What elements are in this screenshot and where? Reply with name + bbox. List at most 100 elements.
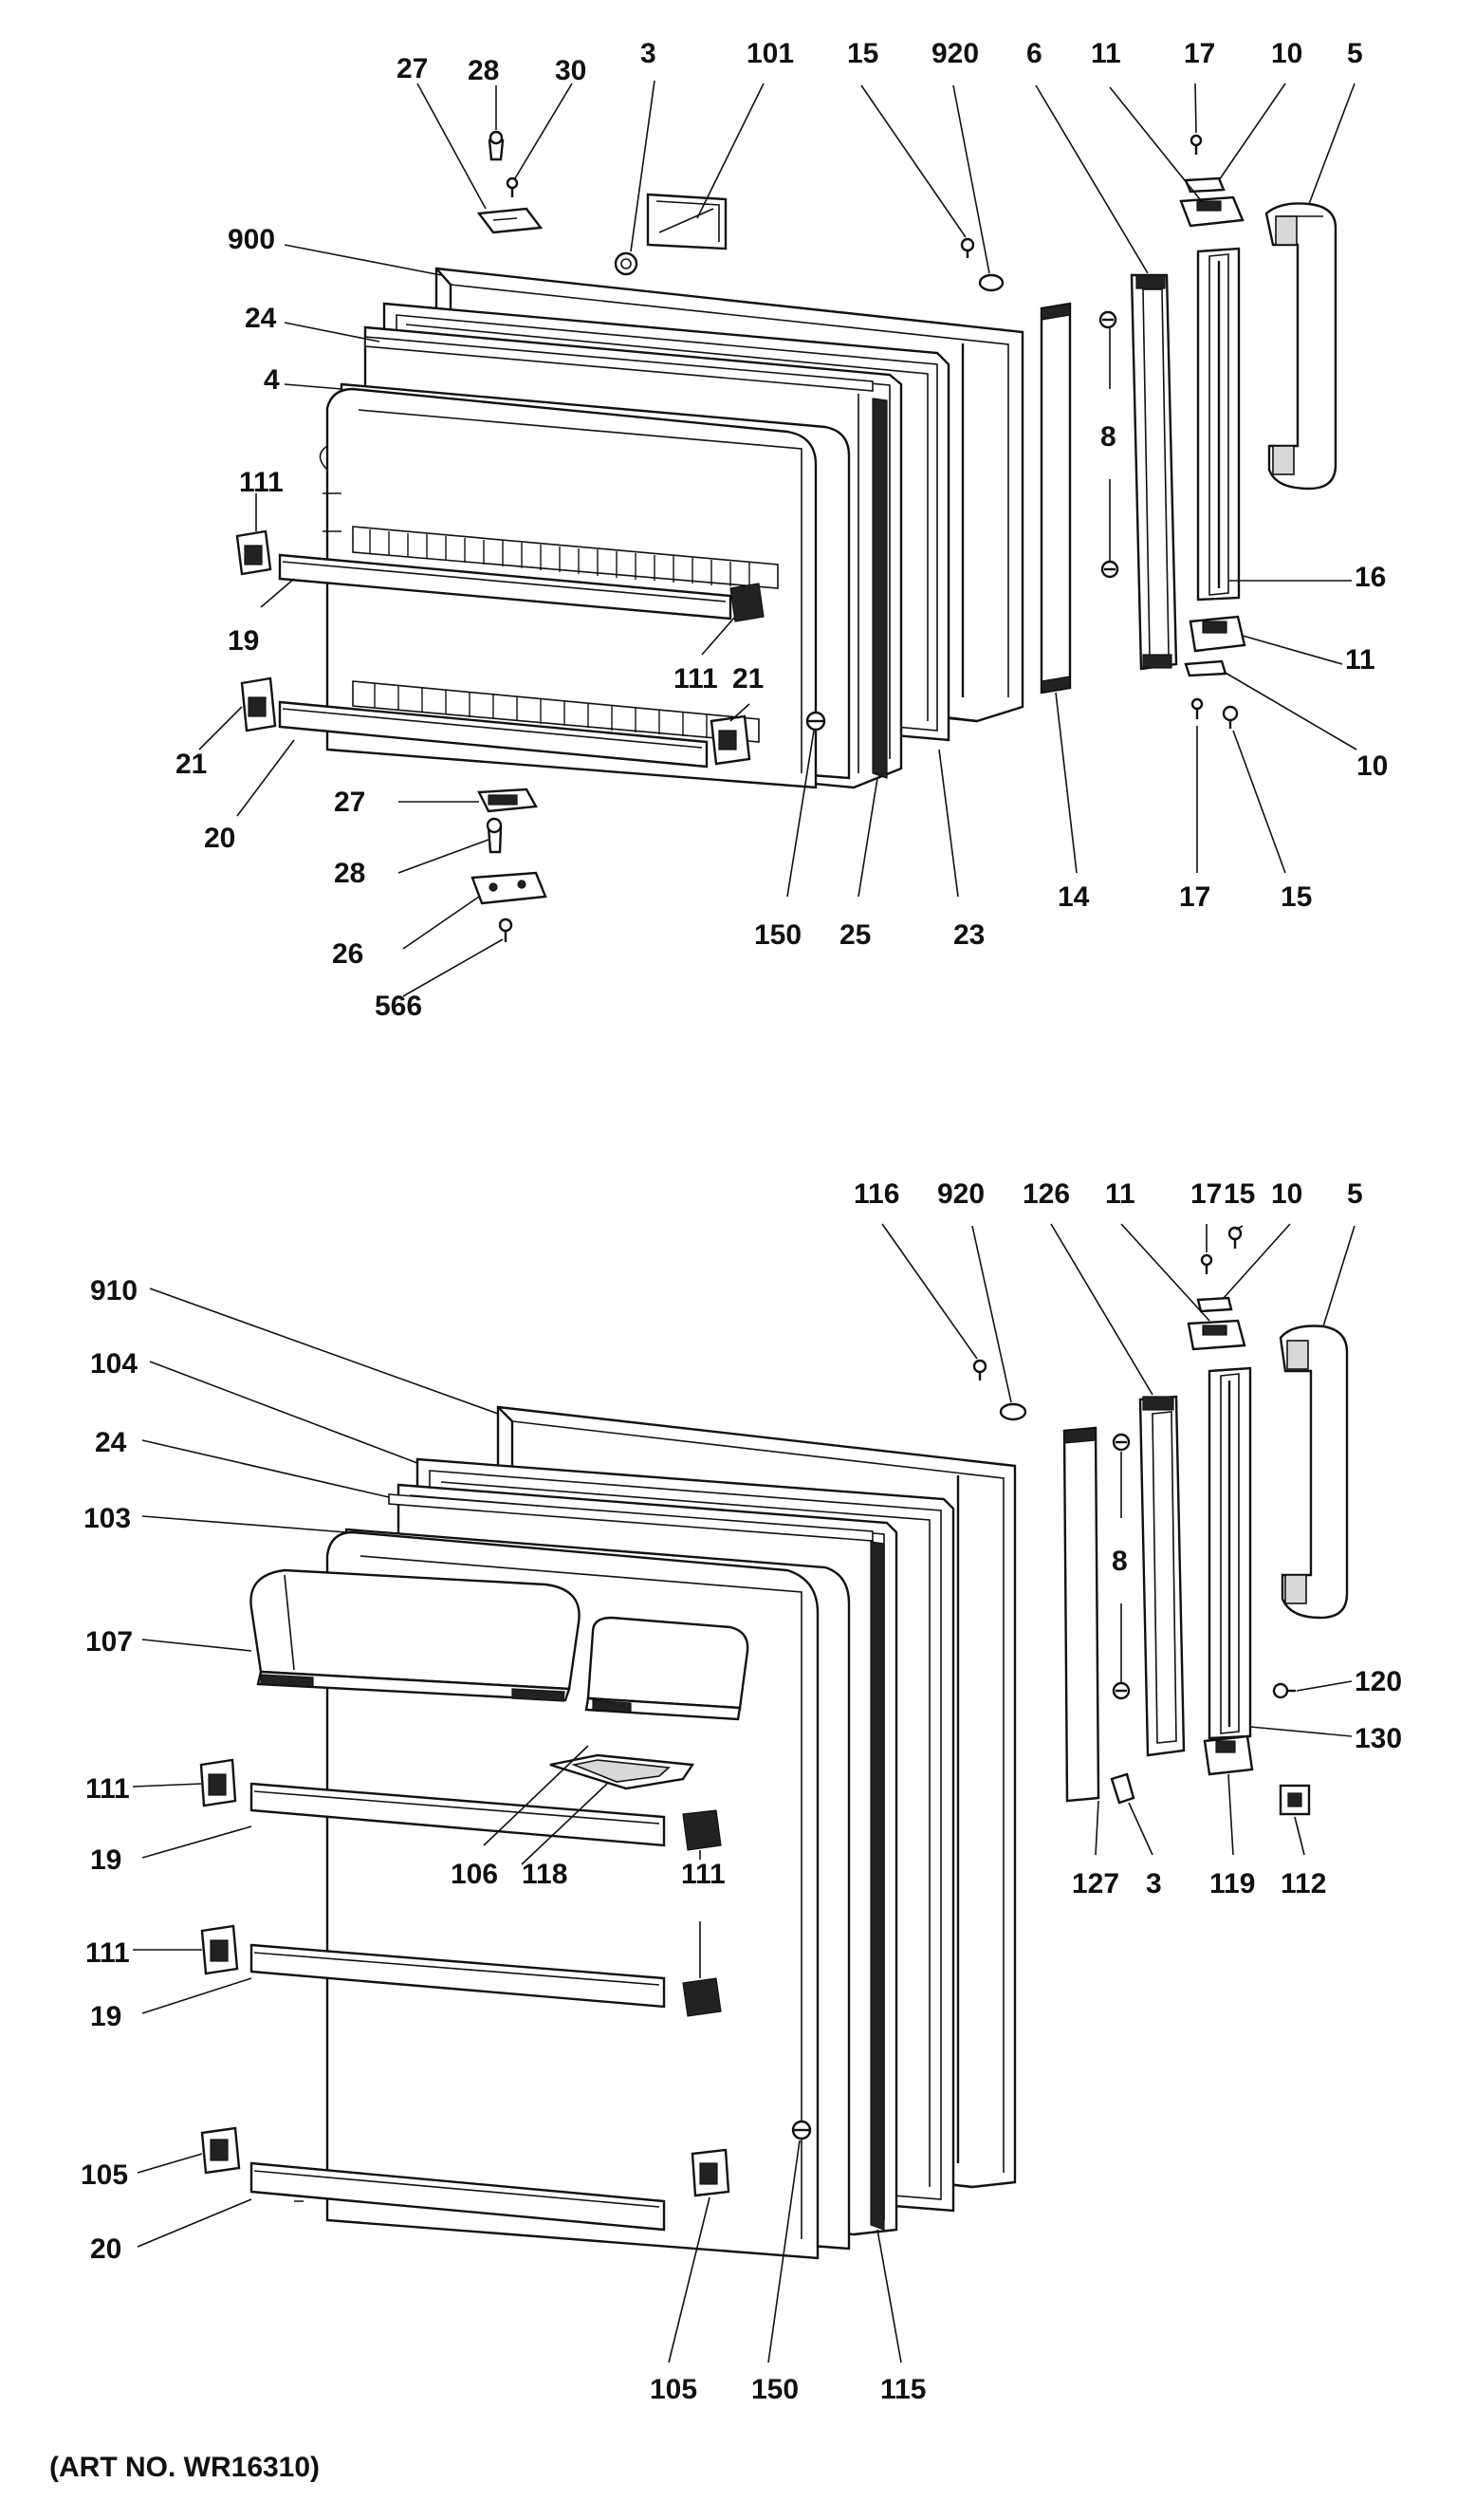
callout-20-b: 20: [90, 2233, 121, 2265]
inner-door-liner-4: [319, 382, 851, 789]
callout-19: 19: [228, 625, 259, 657]
screw-150-bottom: [791, 2120, 812, 2140]
egg-tray-118: [549, 1753, 695, 1790]
callout-11-b: 11: [1345, 644, 1375, 676]
plug-920-top: [978, 273, 1005, 292]
shelf-bracket-21-left: [240, 676, 277, 732]
shelf-bracket-105-left: [200, 2126, 241, 2175]
callout-116: 116: [854, 1178, 899, 1210]
shelf-bracket-111-lower: [200, 1924, 239, 1975]
leader-lines-bottom: [132, 1223, 1356, 2363]
callout-130: 130: [1355, 1723, 1402, 1754]
callout-104: 104: [90, 1348, 138, 1380]
callout-8-b: 8: [1112, 1546, 1128, 1577]
callout-5-b: 5: [1347, 1178, 1363, 1210]
callout-118: 118: [522, 1859, 567, 1890]
screw-8-bottom-upper: [1112, 1433, 1131, 1452]
callout-15: 15: [847, 38, 878, 69]
hinge-plate-26: [470, 871, 547, 905]
callout-150-b: 150: [751, 2374, 799, 2405]
callout-27: 27: [397, 53, 428, 84]
door-handle-5-top: [1264, 202, 1337, 491]
callout-17-b: 17: [1179, 881, 1210, 913]
callout-23: 23: [953, 919, 985, 951]
callout-6: 6: [1026, 38, 1042, 69]
screw-17-bottom-door: [1200, 1253, 1213, 1274]
callout-26: 26: [332, 938, 363, 970]
callout-11: 11: [1091, 38, 1121, 69]
screw-8-lower: [1100, 560, 1119, 579]
callout-30: 30: [555, 55, 586, 86]
shim-10-top: [1184, 176, 1226, 194]
dairy-compartment-door-107-right: [584, 1616, 749, 1721]
callout-910: 910: [90, 1275, 138, 1306]
screw-15-bottom-door: [1227, 1226, 1243, 1249]
screw-8-bottom-lower: [1112, 1681, 1131, 1700]
callout-107: 107: [85, 1626, 133, 1658]
screw-120: [1272, 1682, 1296, 1699]
door-trim-127: [1062, 1426, 1100, 1803]
callout-15-b: 15: [1281, 881, 1312, 913]
shelf-bracket-111-left: [235, 529, 272, 576]
hinge-cap-11-bottom-door: [1187, 1319, 1246, 1351]
callout-105-b: 105: [650, 2374, 697, 2405]
leader-lines-top: [198, 80, 1357, 997]
shelf-bar-19-upper: [249, 1782, 722, 1851]
dairy-compartment-door-107: [249, 1568, 581, 1702]
hinge-cap-11-bottom: [1189, 615, 1246, 653]
fresh-food-door-assembly: 116 920 126 11 17 15 10 5 910 104 24 103…: [81, 1178, 1402, 2405]
screw-15-bottom: [1222, 705, 1239, 729]
trim-channel-130: [1208, 1366, 1252, 1740]
hinge-bracket-27-bottom: [477, 788, 538, 813]
callout-20: 20: [204, 823, 235, 854]
shim-10-bottom-door: [1196, 1296, 1233, 1313]
callout-28-b: 28: [334, 858, 365, 889]
callout-19-d: 19: [90, 2001, 121, 2032]
callout-920-b: 920: [937, 1178, 985, 1210]
hinge-cap-11-top: [1179, 195, 1245, 228]
trim-channel-16: [1196, 247, 1241, 602]
plug-3-top: [614, 251, 638, 276]
shelf-bar-19: [278, 553, 765, 622]
callout-25: 25: [839, 919, 871, 951]
shelf-bar-19-lower: [249, 1943, 722, 2017]
callout-115: 115: [880, 2374, 926, 2405]
hinge-bracket-27-top: [476, 207, 544, 234]
callout-17-c: 17: [1190, 1178, 1222, 1210]
screw-30: [506, 176, 519, 197]
callout-4: 4: [264, 364, 280, 396]
hinge-pin-28-top: [488, 130, 505, 161]
shelf-bracket-21-right: [710, 714, 751, 766]
block-112: [1279, 1784, 1311, 1816]
callout-5: 5: [1347, 38, 1363, 69]
callout-14: 14: [1058, 881, 1090, 913]
callout-10-c: 10: [1271, 1178, 1302, 1210]
callout-16: 16: [1355, 562, 1386, 593]
plug-3-bottom: [1110, 1772, 1135, 1805]
callout-111-d: 111: [681, 1859, 726, 1890]
callouts-top: 27 28 30 3 101 15 920 6 11 17 10 5 900 2…: [175, 38, 1388, 1022]
callout-15-c: 15: [1224, 1178, 1255, 1210]
nameplate-101: [646, 193, 728, 250]
screw-17-top: [1190, 134, 1203, 155]
shelf-bar-20: [278, 700, 709, 769]
callouts-bottom: 116 920 126 11 17 15 10 5 910 104 24 103…: [81, 1178, 1402, 2405]
hinge-bracket-126: [1138, 1395, 1186, 1757]
shim-10-bottom: [1184, 659, 1227, 677]
callout-19-c: 19: [90, 1844, 121, 1876]
callout-28: 28: [468, 55, 499, 86]
freezer-lower-shelf: [352, 680, 760, 743]
callout-21-b: 21: [175, 749, 207, 780]
screw-15-top: [960, 237, 975, 258]
freezer-door-assembly: 27 28 30 3 101 15 920 6 11 17 10 5 900 2…: [175, 38, 1388, 1022]
shelf-bracket-105-right: [691, 2148, 730, 2197]
screw-17-bottom: [1190, 697, 1204, 719]
callout-106: 106: [451, 1859, 498, 1890]
hinge-block-119: [1203, 1734, 1254, 1776]
liner-strip-24: [364, 336, 874, 392]
liner-strip-24-bottom: [388, 1493, 874, 1542]
shelf-bar-20-bottom: [249, 2161, 666, 2232]
callout-111-c: 111: [85, 1773, 130, 1805]
callout-24: 24: [245, 303, 277, 334]
